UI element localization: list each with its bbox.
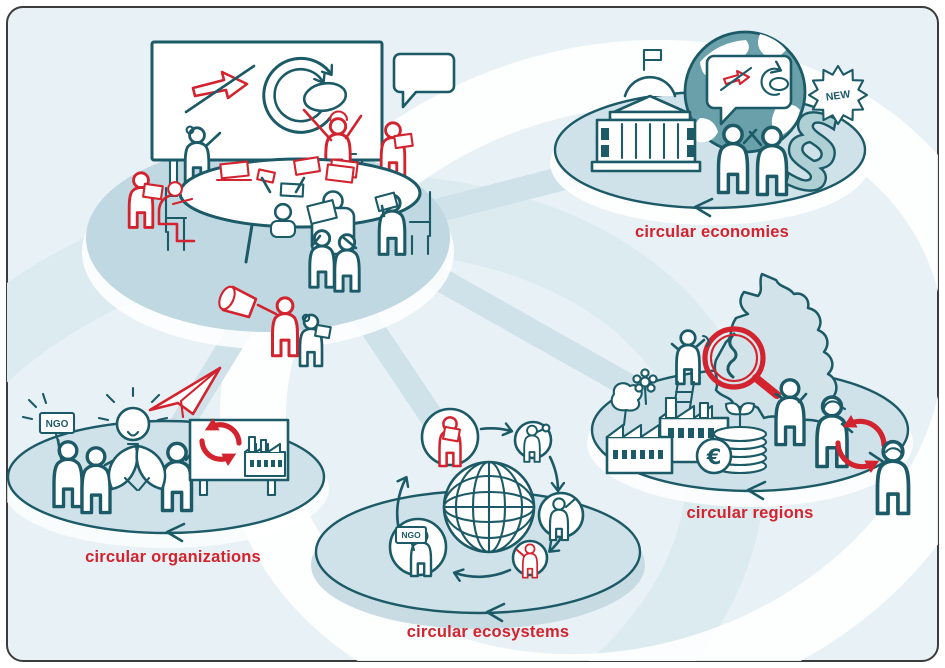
economies-figures [716, 123, 789, 197]
tree-flower-icon [610, 368, 658, 427]
ngo-sign: NGO [21, 392, 76, 454]
leaves-icon [107, 444, 167, 492]
wireframe-globe-icon [442, 460, 536, 554]
map-inspector-figure [774, 378, 808, 447]
satellite-circular-organizations: NGO [7, 366, 329, 566]
ecosystem-node-educator [420, 407, 480, 468]
reader-figure-right [379, 121, 414, 179]
cycle-arrowhead [746, 480, 767, 501]
table-items [215, 156, 359, 198]
satellite-circular-economies: § NEW circular economies [550, 30, 870, 241]
cycle-arrowhead [485, 602, 506, 623]
cycle-arrowhead [165, 522, 186, 543]
policy-speech-bubble [705, 54, 793, 126]
speech-bubble-icon [392, 52, 456, 109]
standing-figure-paper [374, 191, 407, 256]
ngo-sign-text: NGO [401, 530, 421, 540]
board-factory-icon [243, 435, 287, 478]
ecosystem-node-researcher [513, 420, 553, 463]
government-building-icon [590, 48, 702, 173]
seated-figure-laptop [157, 181, 196, 243]
ecosystem-node-cheering-person [537, 491, 585, 542]
satellite-circular-ecosystems: NGO circular ecosystems [311, 407, 645, 641]
magnifier-icon [702, 326, 781, 399]
paper-plane-icon [148, 366, 222, 419]
ngo-sign-text: NGO [46, 419, 69, 430]
cycle-arrowhead [693, 197, 714, 218]
ecosystem-node-citizen [511, 539, 549, 579]
lightbulb-icon [97, 386, 169, 451]
ecosystems-label: circular ecosystems [407, 623, 569, 641]
crossed-linear-arrow-icon [184, 64, 256, 114]
ecosystem-node-ngo: NGO [388, 517, 448, 578]
satellite-circular-regions: € circular regions [587, 272, 913, 522]
cycle-handlers-group [815, 395, 911, 516]
standing-group [306, 199, 361, 293]
board-red-cycle-icon [199, 417, 242, 467]
red-cycle-icon [835, 415, 887, 473]
facilitator-figure [183, 125, 222, 184]
euro-symbol: € [706, 445, 722, 469]
organizations-label: circular organizations [85, 548, 261, 566]
strategy-board [188, 417, 290, 497]
reader-figure-left [127, 171, 164, 229]
raised-arms-figure [260, 176, 306, 239]
mini-circular-arrows-icon [760, 69, 790, 96]
presenter-figure [302, 108, 363, 177]
chairs [164, 186, 432, 256]
announcer-group [218, 285, 332, 368]
new-badge-text: NEW [825, 88, 851, 103]
circular-arrows-icon [262, 56, 348, 134]
coins-icon: € [695, 402, 768, 475]
economies-label: circular economies [635, 223, 789, 241]
hub-workshop-scene [82, 40, 456, 368]
regions-label: circular regions [687, 504, 814, 522]
megaphone-icon [218, 285, 258, 319]
new-badge: NEW [807, 64, 869, 126]
